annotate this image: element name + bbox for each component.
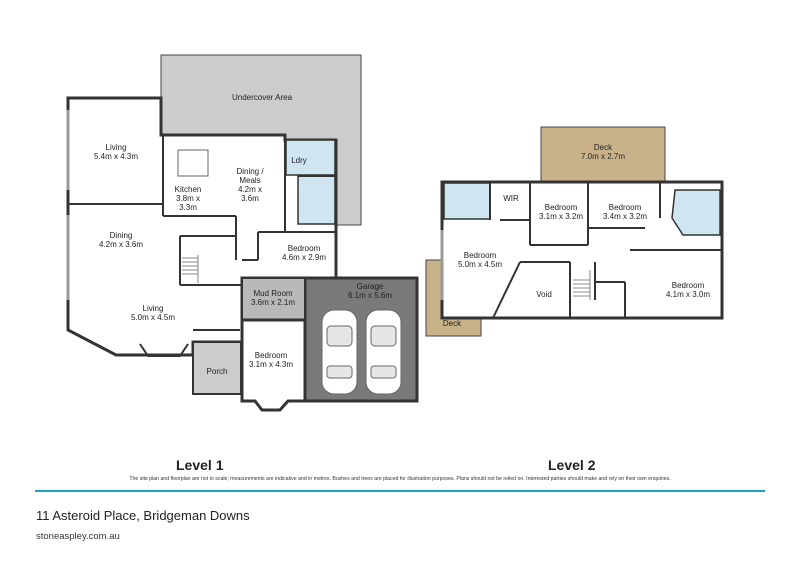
level-2-title: Level 2 <box>548 457 596 473</box>
living-bottom-dim: 5.0m x 4.5m <box>131 313 175 322</box>
deck-side-label: Deck <box>443 319 462 328</box>
bedroom-3-dim: 4.1m x 3.0m <box>666 290 710 299</box>
mud-room-dim: 3.6m x 2.1m <box>251 298 295 307</box>
deck-top-label: Deck <box>594 143 613 152</box>
porch-area <box>192 341 242 395</box>
car-icon <box>365 309 402 395</box>
bedroom-b-dim: 3.1m x 4.3m <box>249 360 293 369</box>
bay-window <box>139 343 189 357</box>
living-top-label: Living <box>106 143 127 152</box>
dining-meals-label-2: Meals <box>239 176 260 185</box>
mud-room-label: Mud Room <box>253 289 292 298</box>
bedroom-1-label: Bedroom <box>545 203 578 212</box>
dining-label: Dining <box>110 231 133 240</box>
bedroom-b-area <box>240 318 307 412</box>
level-1-plan <box>66 54 419 412</box>
wir-label: WIR <box>503 194 519 203</box>
bedroom-a-label: Bedroom <box>288 244 321 253</box>
bedroom-1-dim: 3.1m x 3.2m <box>539 212 583 221</box>
deck-top-area <box>540 126 666 183</box>
living-top-dim: 5.4m x 4.3m <box>94 152 138 161</box>
level-2-stairs <box>573 270 591 300</box>
kitchen-dim-2: 3.3m <box>179 203 197 212</box>
level-2-labels: Deck 7.0m x 2.7m WIR Bedroom 3.1m x 3.2m… <box>443 143 710 328</box>
bedroom-main-label: Bedroom <box>464 251 497 260</box>
bedroom-3-label: Bedroom <box>672 281 705 290</box>
level-1-labels: Undercover Area Living 5.4m x 4.3m Kitch… <box>94 93 392 376</box>
car-icon <box>321 309 358 395</box>
garage-label: Garage <box>357 282 384 291</box>
bedroom-a-dim: 4.6m x 2.9m <box>282 253 326 262</box>
property-address: 11 Asteroid Place, Bridgeman Downs <box>36 508 250 523</box>
ensuite-wet-area <box>297 175 336 225</box>
bedroom-2-dim: 3.4m x 3.2m <box>603 212 647 221</box>
dining-meals-dim-2: 3.6m <box>241 194 259 203</box>
undercover-label: Undercover Area <box>232 93 293 102</box>
agency-website: stoneaspley.com.au <box>36 531 120 542</box>
bedroom-2-label: Bedroom <box>609 203 642 212</box>
kitchen-label: Kitchen <box>175 185 202 194</box>
dining-meals-dim-1: 4.2m x <box>238 185 262 194</box>
level-1-stairs <box>182 255 199 283</box>
accent-divider <box>35 490 765 492</box>
garage-dim: 6.1m x 5.6m <box>348 291 392 300</box>
level-2-bathroom-wet-area <box>671 189 721 236</box>
dining-meals-label: Dining / <box>236 167 264 176</box>
level-2-walls <box>489 182 722 319</box>
kitchen-dim-1: 3.8m x <box>176 194 200 203</box>
void-label: Void <box>536 290 552 299</box>
dining-dim: 4.2m x 3.6m <box>99 240 143 249</box>
kitchen-island <box>177 149 209 177</box>
level-2-ensuite-wet-area <box>443 182 491 220</box>
level-2-plan <box>425 126 724 337</box>
floorplan-drawing: Undercover Area Living 5.4m x 4.3m Kitch… <box>66 54 724 412</box>
level-1-title: Level 1 <box>176 457 224 473</box>
disclaimer-text: The site plan and floorplan are not to s… <box>129 476 671 482</box>
living-bottom-label: Living <box>143 304 164 313</box>
ldry-label: Ldry <box>291 156 307 165</box>
deck-top-dim: 7.0m x 2.7m <box>581 152 625 161</box>
porch-label: Porch <box>207 367 228 376</box>
bedroom-main-dim: 5.0m x 4.5m <box>458 260 502 269</box>
bedroom-b-label: Bedroom <box>255 351 288 360</box>
